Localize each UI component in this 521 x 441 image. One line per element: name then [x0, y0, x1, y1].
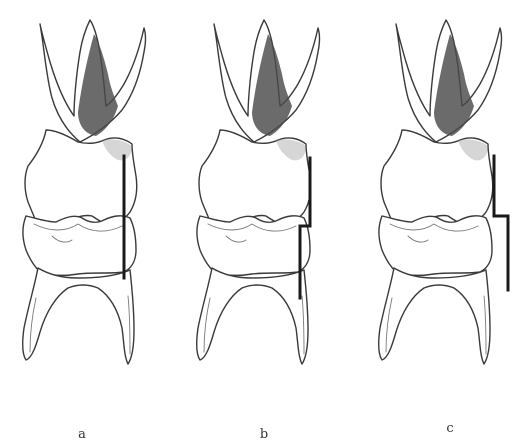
tooth-pair-a [23, 20, 146, 364]
contact-line-c [494, 156, 508, 290]
panel-c [379, 20, 508, 364]
panel-label-b: b [260, 427, 268, 441]
panel-label-a: a [78, 427, 86, 441]
tooth-pair-b [197, 20, 320, 364]
panel-label-c: c [446, 421, 453, 436]
panel-a [23, 20, 146, 364]
panel-b [197, 20, 320, 364]
tooth-pair-c [379, 20, 502, 364]
